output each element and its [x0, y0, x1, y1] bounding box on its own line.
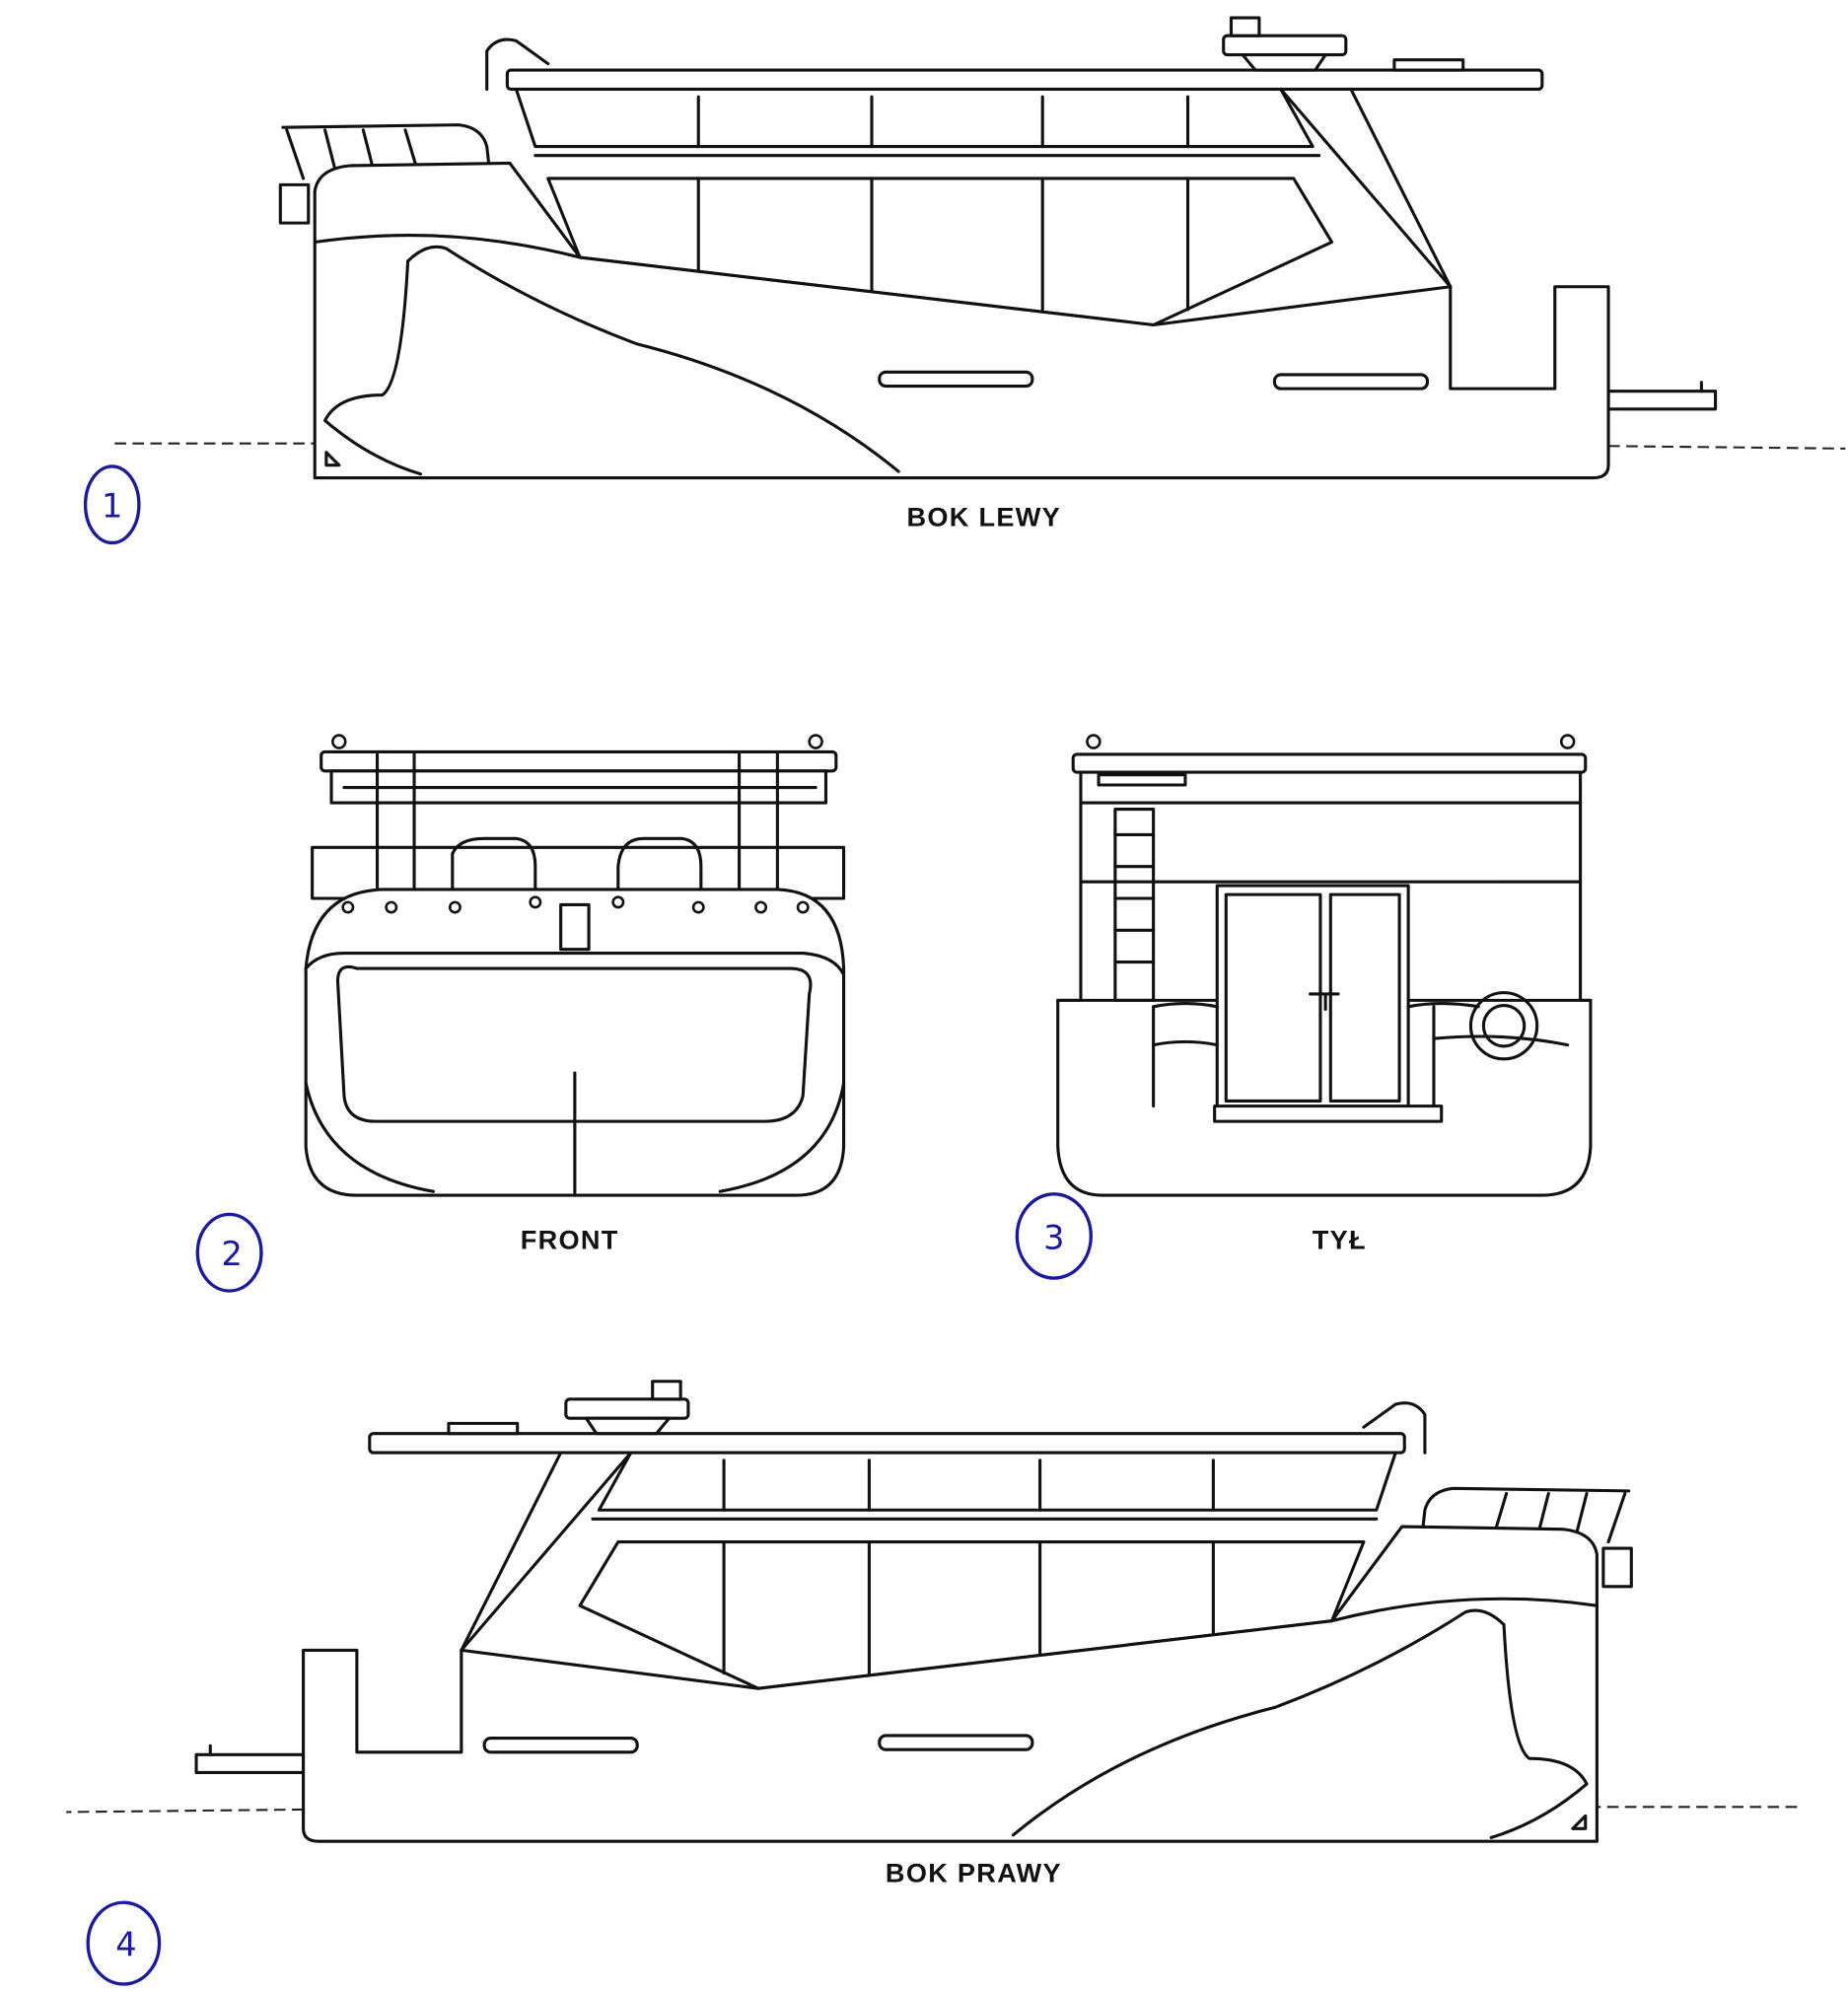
view-marker-3: 3: [1015, 1192, 1093, 1280]
view-marker-1-text: 1: [102, 487, 122, 526]
view-marker-1: 1: [83, 464, 141, 545]
side-view-right: [64, 1380, 1799, 1843]
view-label-left: BOK LEWY: [906, 502, 1061, 533]
rear-view: [1056, 734, 1593, 1197]
front-view: [304, 734, 846, 1197]
view-label-rear: TYŁ: [1313, 1224, 1367, 1254]
view-marker-4-text: 4: [115, 1926, 136, 1964]
view-marker-4: 4: [86, 1900, 162, 1986]
view-marker-2: 2: [195, 1212, 263, 1293]
view-label-front: FRONT: [521, 1224, 619, 1254]
side-view-left: [112, 16, 1847, 480]
view-marker-3-text: 3: [1043, 1218, 1064, 1256]
view-label-right: BOK PRAWY: [886, 1858, 1062, 1888]
view-marker-2-text: 2: [222, 1235, 243, 1273]
